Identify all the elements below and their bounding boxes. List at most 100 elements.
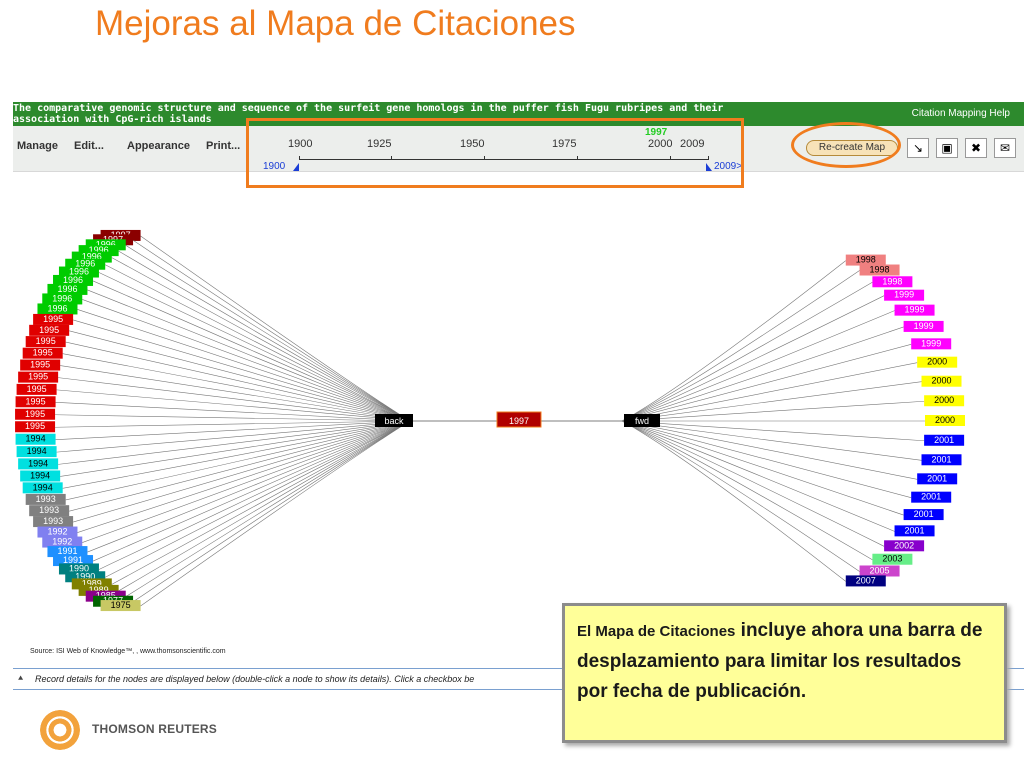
cited-node[interactable]: 1995 — [25, 336, 66, 348]
cited-node[interactable]: 1993 — [29, 505, 70, 517]
callout-lead: El Mapa de Citaciones — [577, 623, 736, 640]
cited-node[interactable]: 1996 — [65, 258, 106, 270]
cited-node[interactable]: 1996 — [53, 274, 94, 286]
citing-node[interactable]: 2000 — [924, 395, 965, 407]
citing-node[interactable]: 1999 — [911, 338, 952, 350]
citing-link-line — [621, 420, 860, 572]
citing-node[interactable]: 1998 — [872, 276, 913, 288]
cited-node[interactable]: 1994 — [20, 470, 61, 482]
citing-link-line — [621, 362, 918, 422]
export-map-icon[interactable]: ✉ — [994, 138, 1016, 158]
citing-node[interactable]: 1999 — [884, 289, 925, 301]
cited-node[interactable]: 1996 — [85, 239, 126, 251]
cited-node[interactable]: 1996 — [47, 283, 88, 295]
cited-node[interactable]: 1991 — [53, 555, 94, 567]
cited-node-box — [18, 371, 59, 383]
expand-map-icon[interactable]: ↘ — [907, 138, 929, 158]
cited-node[interactable]: 1994 — [22, 482, 63, 494]
citing-node[interactable]: 2007 — [845, 575, 886, 587]
cited-node[interactable]: 1995 — [20, 359, 61, 371]
citing-node-label: 1999 — [894, 290, 914, 300]
fwd-node[interactable]: fwd — [624, 414, 660, 427]
timeline-end-handle[interactable] — [706, 163, 712, 171]
citing-node[interactable]: 2001 — [911, 491, 952, 503]
citing-node[interactable]: 1998 — [859, 264, 900, 276]
cited-node[interactable]: 1995 — [29, 324, 70, 336]
cited-node[interactable]: 1996 — [42, 293, 83, 305]
cited-node[interactable]: 1989 — [71, 578, 112, 590]
record-title: The comparative genomic structure and se… — [13, 103, 724, 125]
cited-node[interactable]: 1996 — [78, 245, 119, 257]
citing-node[interactable]: 2005 — [859, 565, 900, 577]
citing-node-label: 1999 — [905, 305, 925, 315]
edit-menu[interactable]: Edit... — [74, 140, 104, 152]
appearance-menu[interactable]: Appearance — [127, 140, 190, 152]
cited-node[interactable]: 1989 — [78, 584, 119, 596]
cited-node-label: 1989 — [89, 585, 109, 595]
citation-mapping-help-link[interactable]: Citation Mapping Help — [911, 108, 1010, 119]
center-record-node[interactable]: 1997 — [496, 411, 542, 428]
manage-menu[interactable]: Manage — [17, 140, 58, 152]
citing-link-line — [621, 420, 846, 582]
citing-link-line — [621, 420, 873, 560]
citing-node[interactable]: 2001 — [924, 434, 965, 446]
citing-node[interactable]: 2001 — [903, 509, 944, 521]
citing-node[interactable]: 2001 — [894, 525, 935, 537]
citing-link-line — [621, 295, 885, 422]
citing-node[interactable]: 1999 — [894, 304, 935, 316]
citing-node[interactable]: 1998 — [845, 254, 886, 266]
back-node[interactable]: back — [375, 414, 413, 427]
citing-link-line — [621, 420, 925, 442]
citing-node[interactable]: 2003 — [872, 553, 913, 565]
timeline-start-handle[interactable] — [293, 163, 299, 171]
cited-node-box — [47, 283, 88, 295]
cited-node[interactable]: 1995 — [15, 396, 56, 408]
cited-node[interactable]: 1995 — [16, 383, 57, 395]
collapse-map-icon[interactable]: ✖ — [965, 138, 987, 158]
cited-node[interactable]: 1992 — [42, 536, 83, 548]
timeline-slider[interactable]: 1997 1900 1925 1950 1975 2000 2009 1900 … — [263, 127, 803, 174]
cited-node[interactable]: 1991 — [47, 546, 88, 558]
cited-node-box — [37, 526, 78, 538]
citing-node[interactable]: 1999 — [903, 320, 944, 332]
cited-node[interactable]: 1993 — [33, 516, 74, 528]
cited-node-box — [29, 324, 70, 336]
cited-node[interactable]: 1995 — [15, 408, 56, 420]
cited-node[interactable]: 1992 — [37, 526, 78, 538]
cited-node-label: 1996 — [52, 293, 72, 303]
center-node-icon[interactable]: ▣ — [936, 138, 958, 158]
citing-node[interactable]: 2000 — [921, 375, 962, 387]
cited-node[interactable]: 1990 — [65, 571, 106, 583]
cited-node-label: 1995 — [27, 384, 47, 394]
cited-node[interactable]: 1990 — [58, 563, 99, 575]
cited-node[interactable]: 1996 — [58, 266, 99, 278]
cited-node[interactable]: 1975 — [100, 600, 141, 612]
citing-node[interactable]: 2002 — [884, 540, 925, 552]
citing-node-label: 2001 — [927, 473, 947, 483]
cited-node[interactable]: 1994 — [18, 458, 59, 470]
cited-node-label: 1991 — [63, 555, 83, 565]
cited-node[interactable]: 1995 — [15, 421, 56, 433]
cited-node-box — [22, 482, 63, 494]
cited-node[interactable]: 1995 — [22, 347, 63, 359]
cited-node[interactable]: 1996 — [71, 252, 112, 263]
cited-node[interactable]: 1994 — [15, 433, 56, 445]
citing-node-label: 2001 — [905, 525, 925, 535]
citing-node[interactable]: 2000 — [917, 356, 958, 368]
citing-node[interactable]: 2001 — [921, 454, 962, 466]
citing-node[interactable]: 2001 — [917, 473, 958, 485]
timeline-axis — [299, 159, 709, 160]
cited-node[interactable]: 1995 — [33, 313, 74, 325]
cited-node-label: 1993 — [43, 516, 63, 526]
print-menu[interactable]: Print... — [206, 140, 241, 152]
collapse-chevron-icon[interactable]: ⯅ — [17, 673, 25, 683]
thomson-reuters-logo: THOMSON REUTERS — [40, 710, 240, 750]
cited-node-box — [42, 293, 83, 305]
cited-node[interactable]: 1996 — [37, 303, 78, 315]
citing-node[interactable]: 2000 — [925, 415, 965, 426]
citation-link-line — [87, 289, 411, 422]
citing-node-box — [872, 553, 913, 565]
cited-node[interactable]: 1995 — [18, 371, 59, 383]
cited-node[interactable]: 1994 — [16, 446, 57, 458]
cited-node[interactable]: 1993 — [25, 493, 66, 505]
